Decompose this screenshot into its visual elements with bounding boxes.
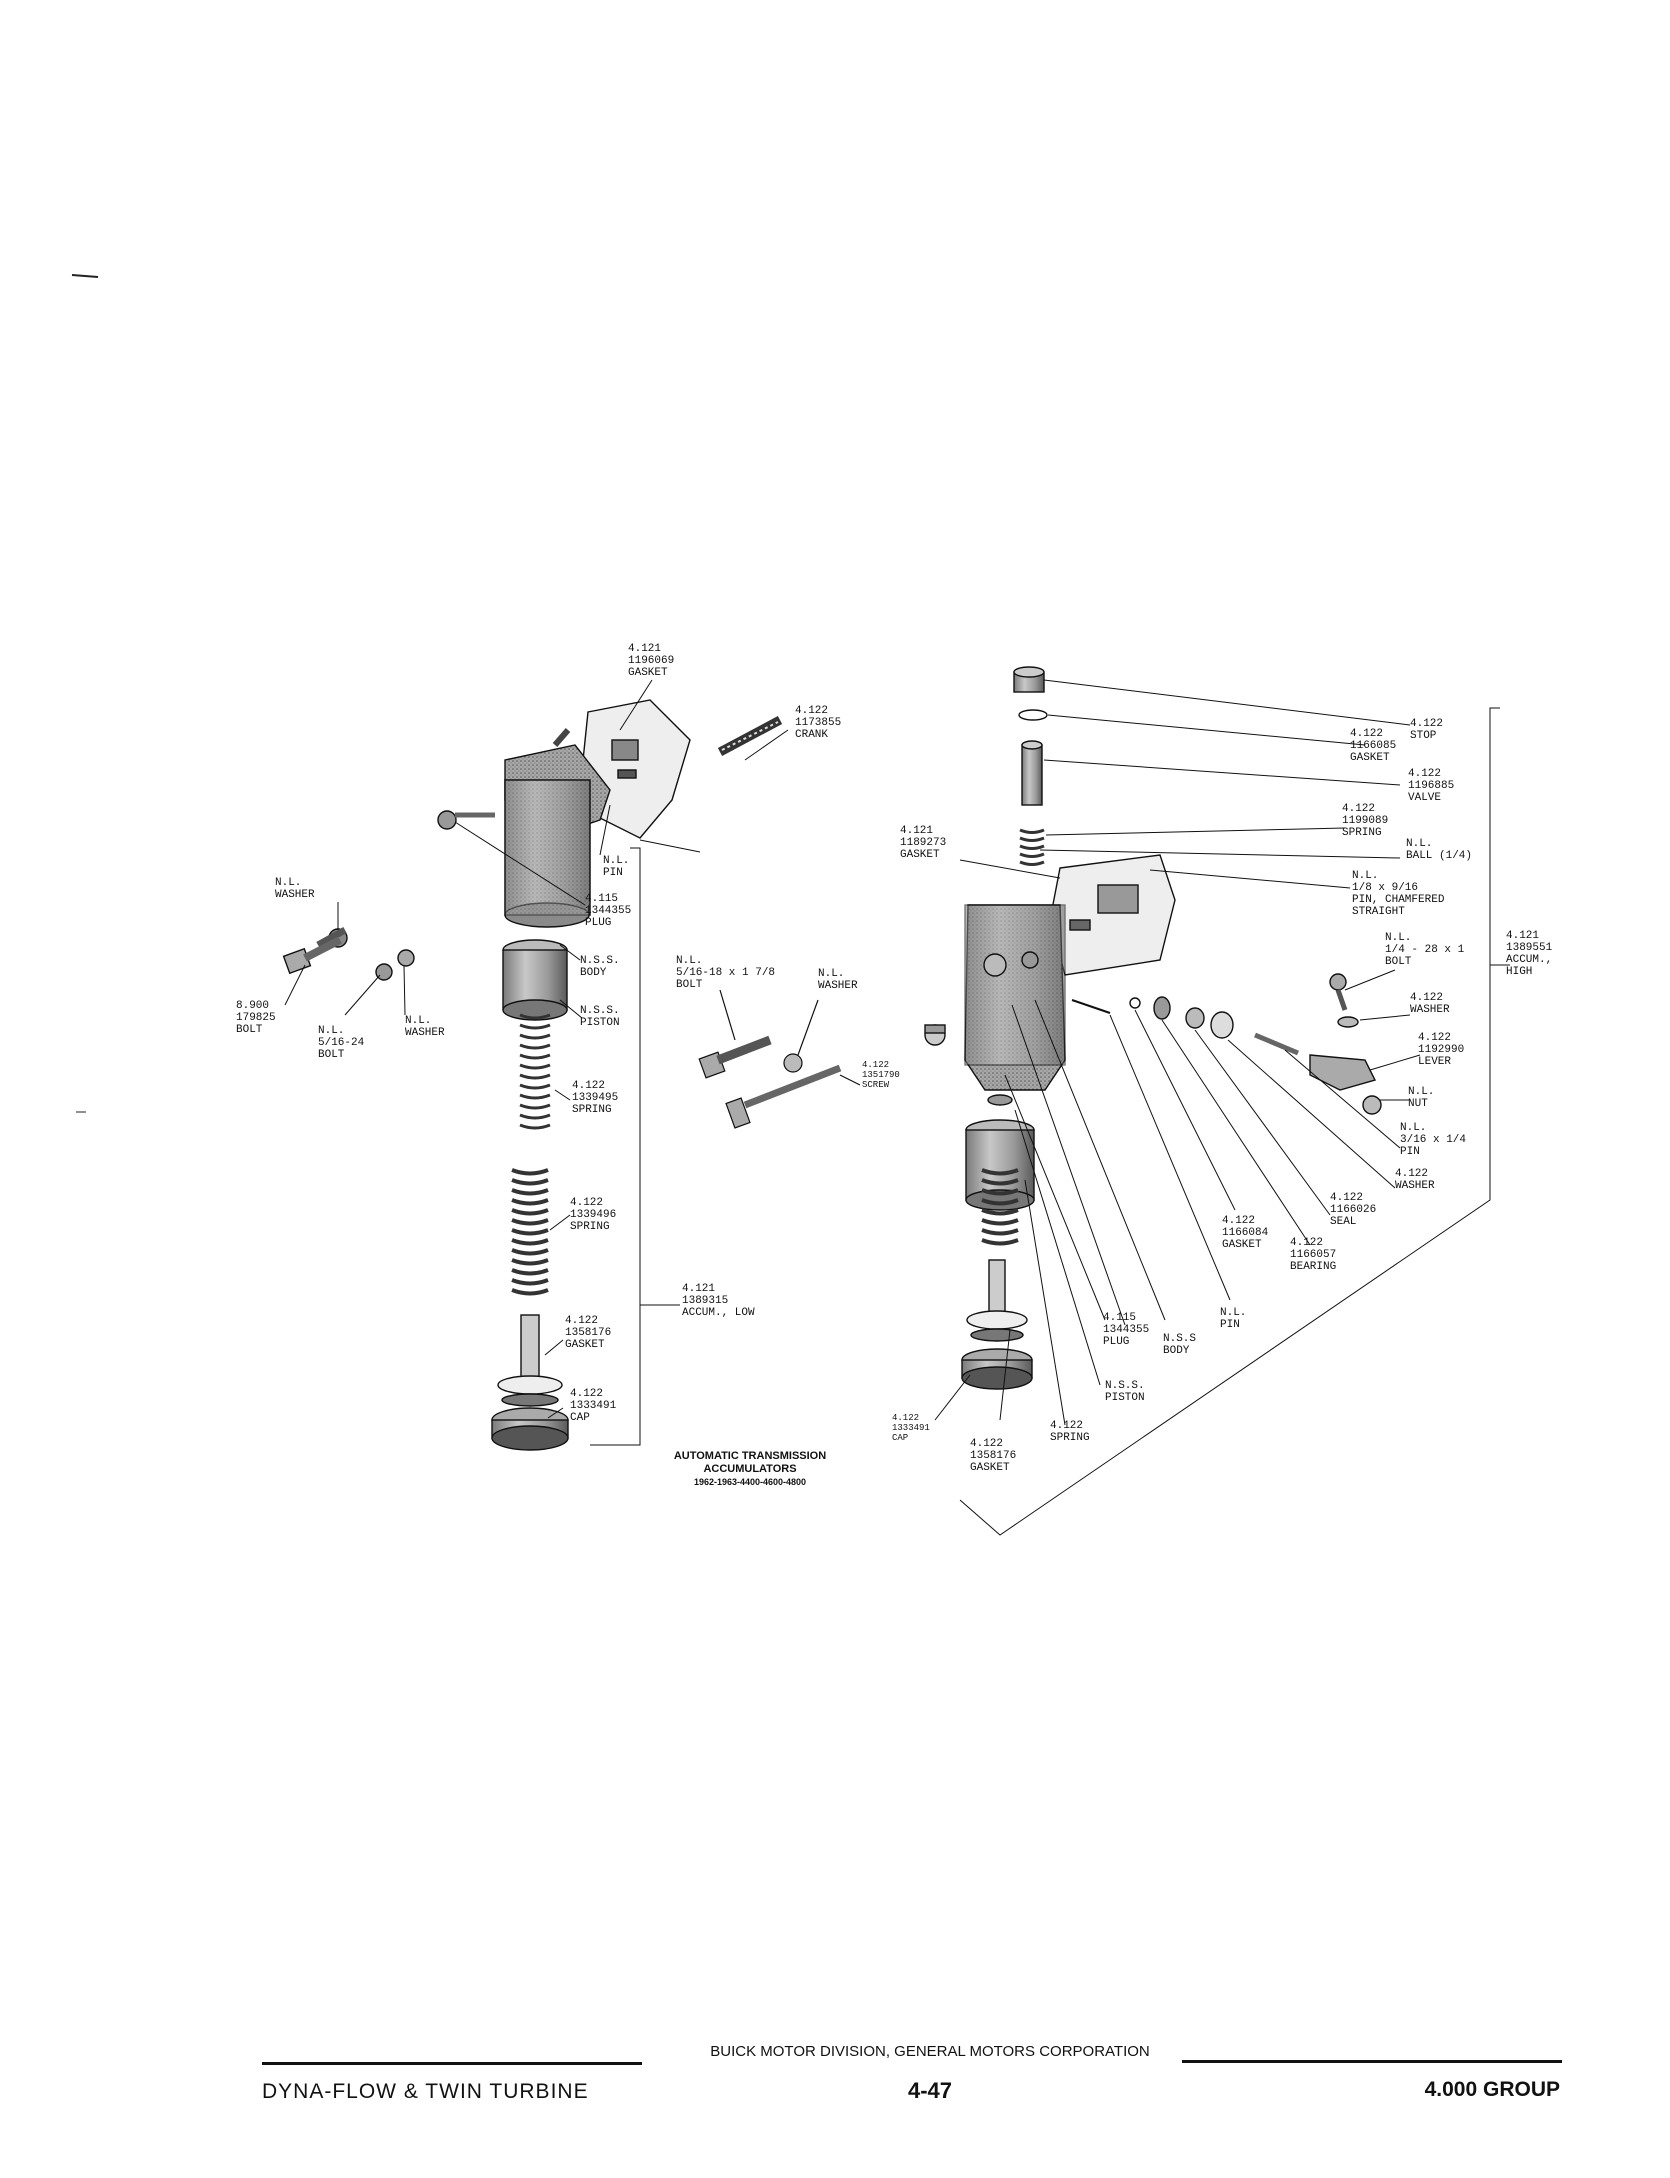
label-body-r: N.S.S BODY [1163,1333,1197,1357]
label-crank: 4.122 1173855 CRANK [795,705,842,741]
right-cap-part [961,1259,1033,1390]
label-washer-mid: N.L. WASHER [405,1015,445,1039]
label-seal: 4.122 1166026 SEAL [1330,1192,1377,1228]
label-gasket-top: 4.121 1196069 GASKET [628,643,675,679]
caption-line-3: 1962-1963-4400-4600-4800 [693,1477,807,1487]
label-washer-center: N.L. WASHER [818,968,858,992]
label-plug-r: 4.115 1344355 PLUG [1103,1312,1150,1348]
caption-line-1: AUTOMATIC TRANSMISSION [673,1450,827,1462]
label-gasket-1358176-r: 4.122 1358176 GASKET [970,1438,1017,1474]
label-pin-316: N.L. 3/16 x 1/4 PIN [1400,1122,1467,1158]
label-plug: 4.115 1344355 PLUG [585,893,632,929]
label-bearing: 4.122 1166057 BEARING [1290,1237,1337,1273]
footer-page-number: 4-47 [907,2078,953,2103]
footer-rule-left [262,2062,642,2065]
footer-rule-right [1182,2060,1562,2063]
label-bolt-516-24: N.L. 5/16-24 BOLT [318,1025,365,1061]
label-spring-r: 4.122 SPRING [1050,1420,1090,1444]
left-bolt-8900 [282,936,342,975]
caption-line-2: ACCUMULATORS [703,1463,797,1475]
label-washer-left: N.L. WASHER [275,877,315,901]
label-stop: 4.122 STOP [1410,718,1444,742]
label-accum-low: 4.121 1389315 ACCUM., LOW [682,1283,755,1319]
middle-screw [725,1064,842,1129]
label-lever: 4.122 1192990 LEVER [1418,1032,1465,1068]
label-body: N.S.S. BODY [580,955,620,979]
gasket-seal-bearing [1153,996,1234,1039]
label-piston-r: N.S.S. PISTON [1105,1380,1145,1404]
label-bolt-14-28: N.L. 1/4 - 28 x 1 BOLT [1385,932,1465,968]
label-bolt-8900: 8.900 179825 BOLT [236,1000,276,1036]
left-accumulator-assembly [282,679,789,1451]
label-ball: N.L. BALL (1/4) [1406,838,1473,862]
left-piston-part [502,939,568,1021]
lever-part [1309,1054,1377,1091]
label-gasket-bottom: 4.122 1358176 GASKET [565,1315,612,1351]
label-washer-r2: 4.122 WASHER [1395,1168,1435,1192]
crank-part [717,716,783,756]
label-spring-1199089: 4.122 1199089 SPRING [1342,803,1389,839]
label-spring-1: 4.122 1339495 SPRING [572,1080,619,1116]
label-gasket-1189273: 4.121 1189273 GASKET [900,825,947,861]
label-pin: N.L. PIN [603,855,630,879]
label-spring-2: 4.122 1339496 SPRING [570,1197,617,1233]
diagram-caption: AUTOMATIC TRANSMISSION ACCUMULATORS 1962… [630,1450,870,1489]
right-gasket-plate [1049,854,1176,976]
valve-part [1021,740,1043,806]
label-piston: N.S.S. PISTON [580,1005,620,1029]
label-gasket-1166084: 4.122 1166084 GASKET [1222,1215,1269,1251]
footer-series-title: DYNA-FLOW & TWIN TURBINE [262,2080,589,2103]
left-body-part [504,779,591,928]
left-spring-1 [519,1013,551,1130]
label-nut: N.L. NUT [1408,1086,1435,1110]
label-cap: 4.122 1333491 CAP [570,1388,617,1424]
left-cap-part [491,1314,569,1451]
footer-corporation: BUICK MOTOR DIVISION, GENERAL MOTORS COR… [710,2043,1150,2060]
margin-marks [71,274,99,1113]
right-accumulator-assembly [924,666,1510,1536]
label-pin-chamfered: N.L. 1/8 x 9/16 PIN, CHAMFERED STRAIGHT [1352,870,1445,918]
stop-part [1013,666,1045,693]
middle-loose-parts [698,989,861,1129]
middle-bolt [698,1035,772,1079]
footer-group: 4.000 GROUP [1424,2078,1560,2101]
label-bolt-516-18: N.L. 5/16-18 x 1 7/8 BOLT [676,955,776,991]
label-pin-r: N.L. PIN [1220,1307,1247,1331]
label-valve: 4.122 1196885 VALVE [1408,768,1455,804]
label-accum-high: 4.121 1389551 ACCUM., HIGH [1506,930,1553,978]
label-washer-r1: 4.122 WASHER [1410,992,1450,1016]
label-gasket-1166085: 4.122 1166085 GASKET [1350,728,1397,764]
label-cap-r: 4.122 1333491 CAP [892,1413,930,1443]
right-body-part [964,904,1066,1091]
label-screw: 4.122 1351790 SCREW [862,1060,900,1090]
right-piston-part [965,1094,1035,1211]
left-spring-2 [511,1168,549,1296]
